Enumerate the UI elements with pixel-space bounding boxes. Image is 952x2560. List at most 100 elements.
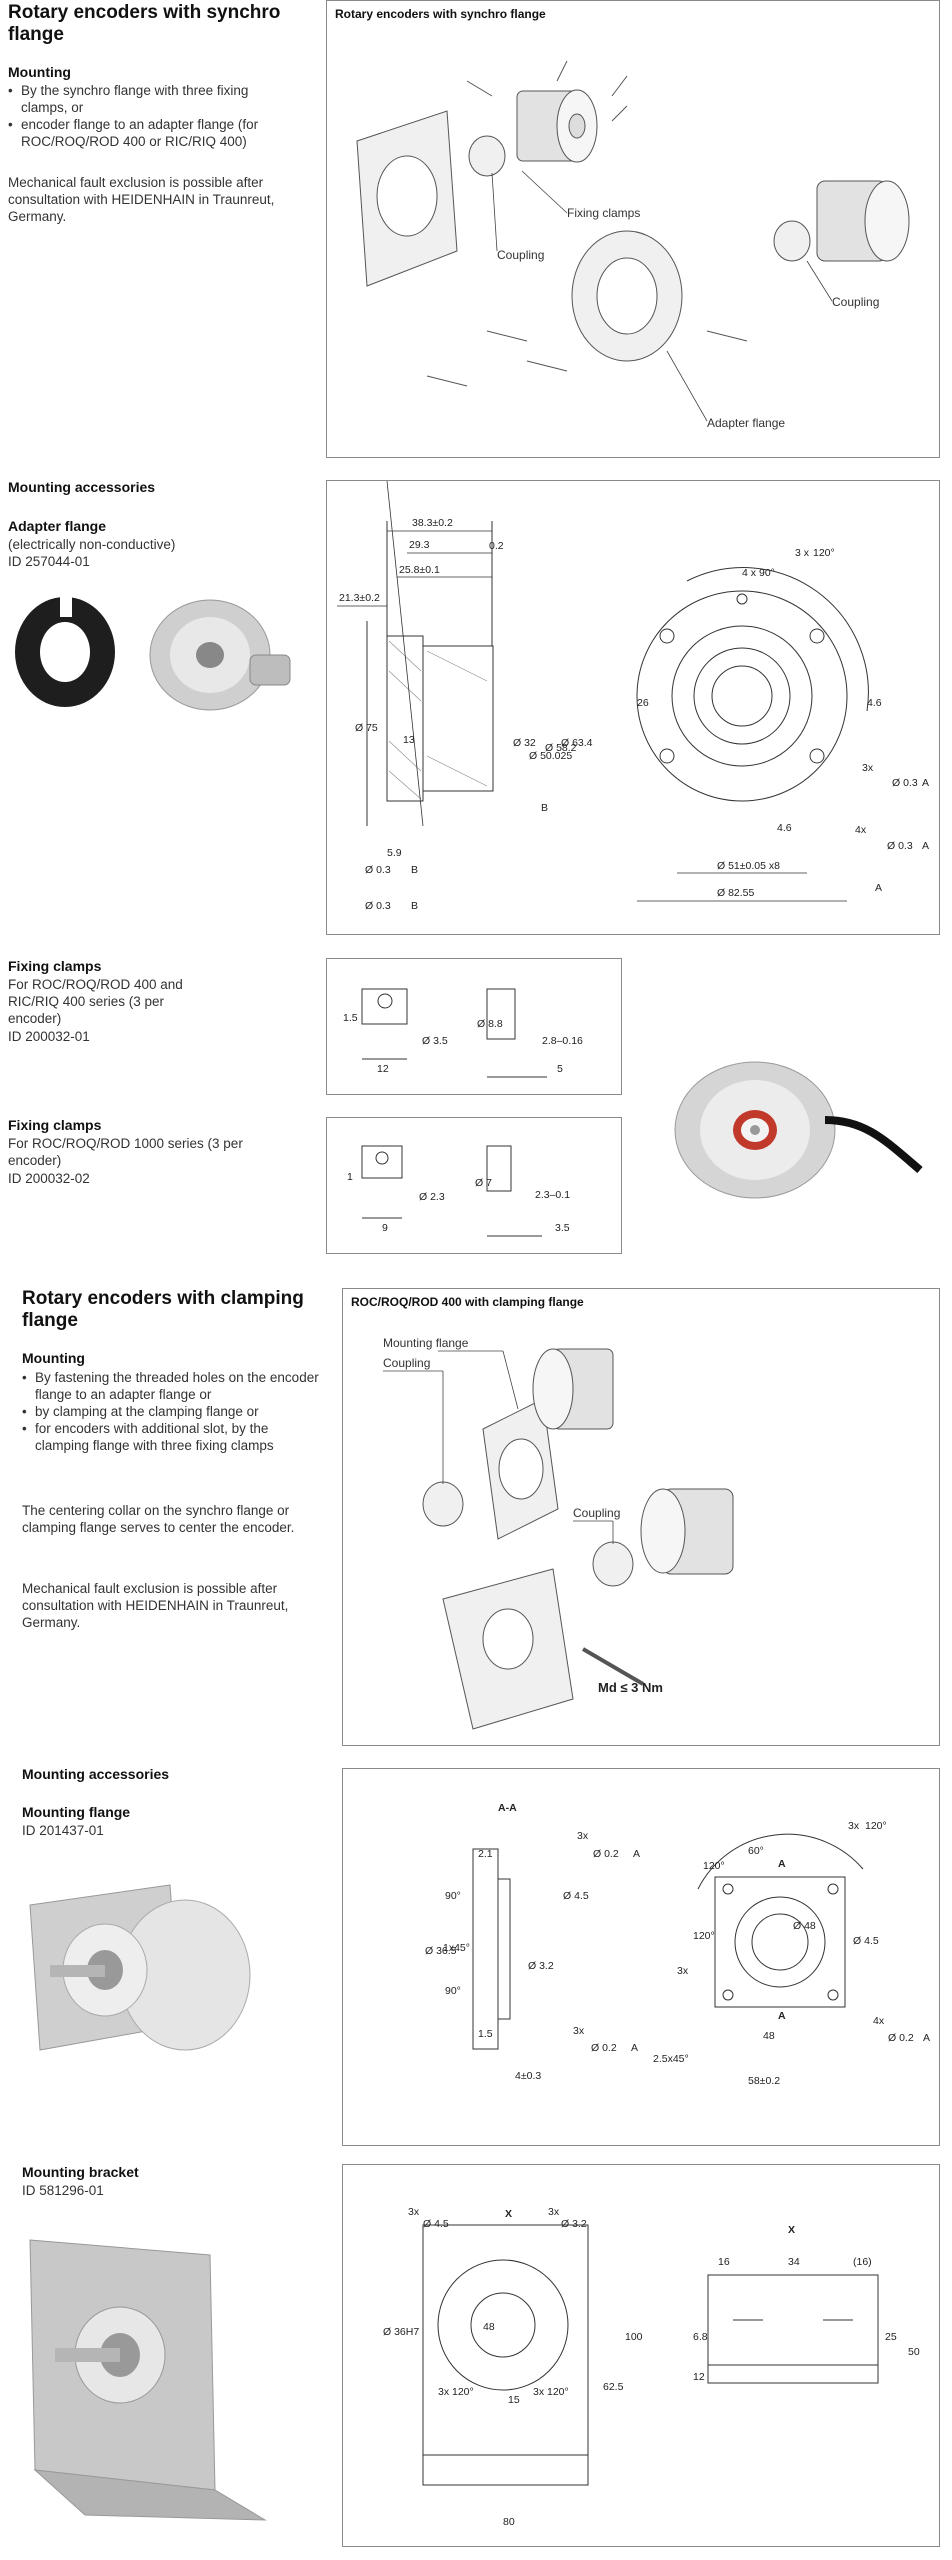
dim-label: 12	[377, 1063, 389, 1075]
callout-coupling-2: Coupling	[832, 295, 879, 309]
dim-label: 1x45°	[443, 1942, 470, 1954]
dim-label: 6.8	[693, 2331, 708, 2343]
dim-label: Ø 63.4	[561, 737, 593, 749]
accessories-heading: Mounting accessories	[8, 479, 156, 495]
dim-label: 3x	[408, 2206, 420, 2218]
adapter-flange-label: Adapter flange	[8, 518, 107, 534]
fixing-clamps-label-2: Fixing clamps	[8, 1117, 102, 1133]
dim-label: B	[411, 900, 418, 912]
fixing-clamps-label: Fixing clamps	[8, 958, 102, 974]
dim-label: 3x 120°	[533, 2386, 569, 2398]
synchro-exploded-diagram: Rotary encoders with synchro flange	[326, 0, 940, 458]
fixing-clamps-drawing-1: 1.5 Ø 3.5 12 Ø 8.8 2.8–0.16 5	[326, 958, 622, 1095]
dim-label: X	[788, 2224, 795, 2236]
dim-label: 58±0.2	[748, 2075, 780, 2087]
title-line: flange	[8, 24, 64, 45]
dim-label: Ø 82.55	[717, 887, 755, 899]
dim-label: Ø 58.2	[545, 742, 577, 754]
dim-label: 4.6	[867, 697, 882, 709]
dim-label: A	[923, 2032, 930, 2044]
dim-label: Ø 3.2	[561, 2218, 587, 2230]
mounting-flange-drawing: A-A 2.1 3x Ø 0.2 A 90° Ø 36.5 1x45° Ø 3.…	[342, 1768, 940, 2146]
dim-label: 4x	[855, 824, 867, 836]
dim-label: 3 x	[795, 547, 810, 559]
dim-label: 16	[718, 2256, 730, 2268]
dim-label: A	[778, 2010, 786, 2022]
dim-label: Ø 8.8	[477, 1018, 503, 1030]
dim-label: 48	[763, 2030, 775, 2042]
mounting-bullets-2: By fastening the threaded holes on the e…	[22, 1369, 322, 1454]
dim-label: B	[541, 802, 548, 814]
section-title-synchro: Rotary encoders with synchro flange	[8, 2, 280, 46]
dim-label: 120°	[865, 1820, 887, 1832]
dim-label: Ø 4.5	[423, 2218, 449, 2230]
dim-label: 3x	[548, 2206, 560, 2218]
dim-label: B	[411, 864, 418, 876]
dim-label: Ø 0.2	[888, 2032, 914, 2044]
mounting-flange-id: ID 201437-01	[22, 1823, 104, 1838]
dim-label: (16)	[853, 2256, 872, 2268]
torque-label: Md ≤ 3 Nm	[598, 1680, 663, 1695]
dim-label: 120°	[693, 1930, 715, 1942]
dim-label: 100	[625, 2331, 643, 2343]
encoder-photo	[674, 1061, 923, 1199]
dim-label: Ø 2.3	[419, 1191, 445, 1203]
fixing-clamps-desc: For ROC/ROQ/ROD 400 and RIC/RIQ 400 seri…	[8, 977, 183, 1026]
dim-label: 120°	[813, 547, 835, 559]
dim-label: 34	[788, 2256, 800, 2268]
dim-label: Ø 7	[475, 1177, 492, 1189]
dim-label: 4.6	[777, 822, 792, 834]
dim-label: 1.5	[343, 1012, 358, 1024]
section-title-clamping: Rotary encoders with clamping flange	[22, 1288, 304, 1332]
dim-label: 3x	[577, 1830, 589, 1842]
dim-label: 2.3–0.1	[535, 1189, 570, 1201]
dim-label: 3.5	[555, 1222, 570, 1234]
dim-label: 25.8±0.1	[399, 564, 440, 576]
mounting-bullets: By the synchro flange with three fixing …	[8, 82, 298, 150]
dim-label: 21.3±0.2	[339, 592, 380, 604]
dim-label: 0.2	[489, 540, 504, 552]
dim-label: A	[922, 840, 929, 852]
title-line: Rotary encoders with clamping	[22, 1288, 304, 1309]
fixing-clamps-desc-2: For ROC/ROQ/ROD 1000 series (3 per encod…	[8, 1136, 243, 1168]
dim-label: Ø 0.3	[365, 864, 391, 876]
dim-label: 4 x	[742, 567, 757, 579]
title-line: Rotary encoders with synchro	[8, 2, 281, 23]
mounting-bracket-photo	[29, 2239, 267, 2521]
mounting-heading-2: Mounting	[22, 1350, 85, 1366]
dim-label: 48	[483, 2321, 495, 2333]
dim-label: 13	[403, 734, 415, 746]
dim-label: 29.3	[409, 539, 430, 551]
dim-label: 60°	[748, 1845, 764, 1857]
callout-mounting-flange: Mounting flange	[383, 1336, 469, 1350]
dim-label: 2.1	[478, 1848, 493, 1860]
dim-label: Ø 4.5	[853, 1935, 879, 1947]
dim-label: Ø 4.5	[563, 1890, 589, 1902]
diagram-title: Rotary encoders with synchro flange	[335, 7, 546, 21]
dim-label: Ø 48	[793, 1920, 816, 1932]
dim-label: 38.3±0.2	[412, 517, 453, 529]
fixing-clamps-id-2: ID 200032-02	[8, 1171, 90, 1186]
dim-label: 5	[557, 1063, 563, 1075]
dim-label: 90°	[759, 567, 775, 579]
mounting-heading: Mounting	[8, 64, 71, 80]
dim-label: Ø 0.2	[593, 1848, 619, 1860]
dim-label: Ø 75	[355, 722, 378, 734]
bullet-item: by clamping at the clamping flange or	[22, 1403, 322, 1420]
dim-label: 9	[382, 1222, 388, 1234]
dim-label: Ø 36.5	[425, 1945, 457, 1957]
dim-label: Ø 32	[513, 737, 536, 749]
mounting-bracket-drawing: 3x Ø 4.5 X 3x Ø 3.2 Ø 36H7 48 3x 120° 15…	[342, 2164, 940, 2547]
dim-label: 3x	[848, 1820, 860, 1832]
callout-adapter-flange: Adapter flange	[707, 416, 785, 430]
dim-label: Ø 0.3	[887, 840, 913, 852]
accessories-heading-2: Mounting accessories	[22, 1766, 170, 1782]
bullet-item: By the synchro flange with three fixing …	[8, 82, 298, 116]
dim-label: Ø 3.2	[528, 1960, 554, 1972]
dim-label: A	[922, 777, 929, 789]
dim-label: 12	[693, 2371, 705, 2383]
dim-label: A	[631, 2042, 638, 2054]
dim-label: 3x	[862, 762, 874, 774]
dim-label: 4x	[873, 2015, 885, 2027]
dim-label: Ø 51±0.05 x8	[717, 860, 780, 872]
